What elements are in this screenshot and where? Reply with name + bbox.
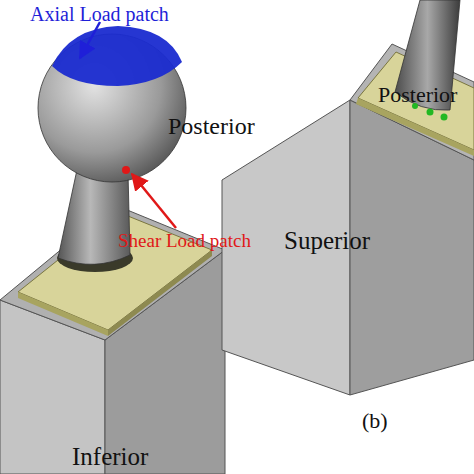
load-label: Axial Load patch	[30, 4, 169, 24]
right-model	[222, 0, 474, 395]
leader-arrow	[132, 174, 176, 228]
shear-patch	[122, 166, 130, 174]
direction-label: Posterior	[168, 114, 255, 138]
direction-label: Superior	[284, 228, 370, 253]
panel-label: (b)	[362, 410, 388, 432]
leader-arrow	[80, 22, 100, 58]
direction-label: Inferior	[72, 444, 148, 469]
fixation-point	[427, 109, 434, 116]
direction-label: Posterior	[378, 84, 457, 106]
load-label: Shear Load patch	[118, 231, 251, 250]
plate-edge	[18, 292, 108, 336]
plate-edge	[356, 98, 474, 156]
fixation-point	[441, 114, 448, 121]
axial-patch	[52, 26, 182, 86]
